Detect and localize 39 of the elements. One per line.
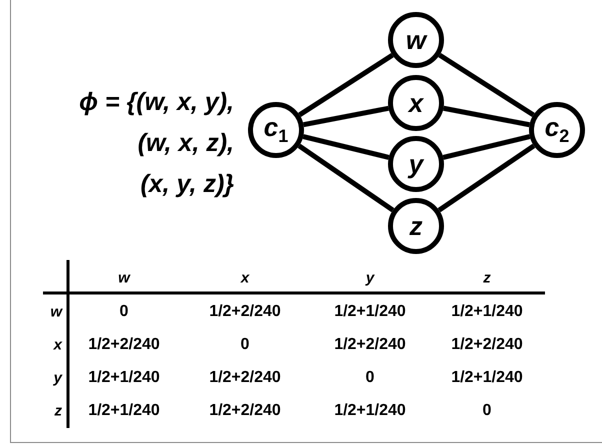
table-value: 1/2+1/240 <box>88 403 160 419</box>
table-value: 1/2+2/240 <box>334 337 406 353</box>
table-value: 1/2+1/240 <box>451 370 523 386</box>
table-value: 1/2+1/240 <box>334 403 406 419</box>
table-value: 0 <box>482 403 492 419</box>
connector-line <box>443 106 530 128</box>
connector-line <box>438 144 536 212</box>
table-value: 1/2+1/240 <box>451 304 523 320</box>
row-header: z <box>54 404 62 418</box>
table-value: 0 <box>120 304 128 320</box>
graph-node: y <box>388 136 444 192</box>
column-header: y <box>366 270 374 286</box>
table-value: 0 <box>240 337 250 353</box>
table-value: 1/2+1/240 <box>334 304 406 320</box>
connector-line <box>303 106 389 128</box>
set-formula: ϕ = {(w, x, y), (w, x, z), (x, y, z)} <box>78 87 234 200</box>
connector-line <box>442 134 530 160</box>
table-value: 0 <box>366 370 374 386</box>
table-value: 1/2+2/240 <box>209 403 281 419</box>
row-header: y <box>54 370 62 386</box>
graph-node: x <box>388 75 444 131</box>
column-header: x <box>240 270 250 286</box>
table-value: 1/2+2/240 <box>209 304 281 320</box>
connector-line <box>298 53 394 117</box>
column-header: z <box>483 270 491 286</box>
row-header: x <box>54 338 62 352</box>
column-header: w <box>118 270 130 286</box>
graph-node: z <box>388 198 444 254</box>
connector-line <box>298 144 394 212</box>
table-value: 1/2+2/240 <box>209 370 281 386</box>
table-value: 1/2+1/240 <box>88 370 160 386</box>
row-header: w <box>50 304 62 320</box>
graph-node: c$_{1}$ <box>248 102 304 158</box>
table-value: 1/2+2/240 <box>451 337 523 353</box>
connector-line <box>438 52 535 118</box>
graph-node: w <box>388 12 444 68</box>
connector-line <box>302 134 390 160</box>
table-value: 1/2+2/240 <box>88 337 160 353</box>
graph-node: c$_{2}$ <box>529 102 585 158</box>
